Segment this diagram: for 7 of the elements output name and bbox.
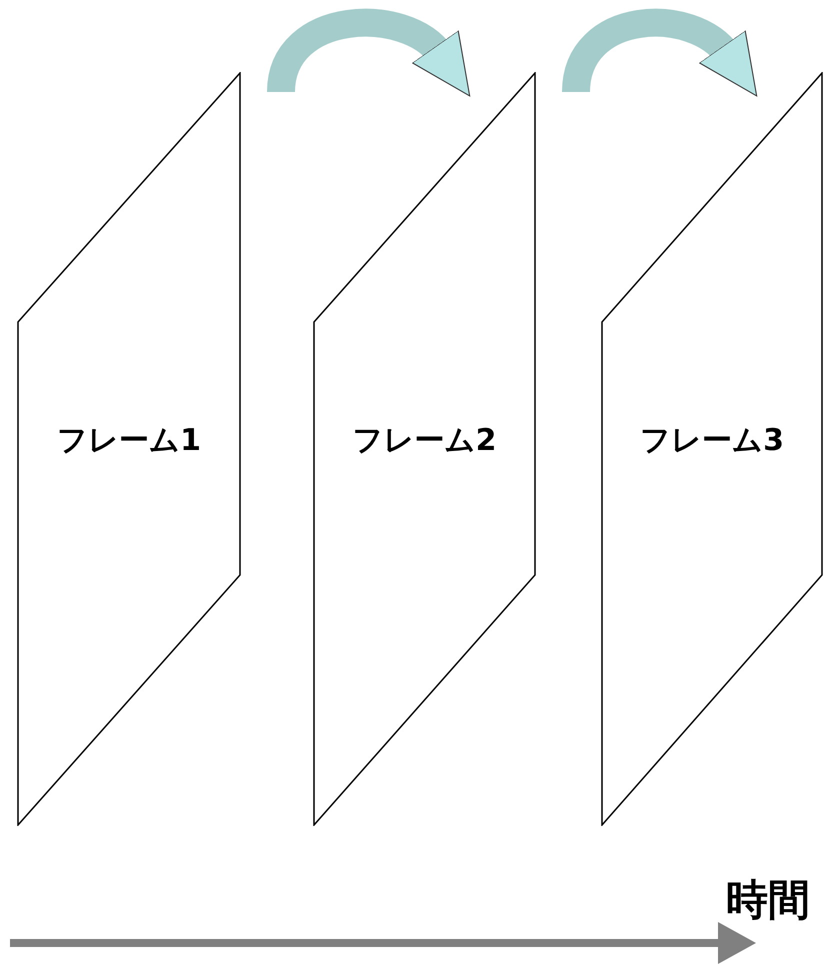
frame-parallelogram xyxy=(17,72,241,826)
axis-label: 時間 xyxy=(726,874,810,926)
frame-parallelogram xyxy=(313,72,536,826)
frame-label: フレーム2 xyxy=(352,422,496,460)
frame-label: フレーム1 xyxy=(57,422,201,460)
frame-label: フレーム3 xyxy=(640,422,784,460)
frame-parallelogram xyxy=(601,72,823,826)
